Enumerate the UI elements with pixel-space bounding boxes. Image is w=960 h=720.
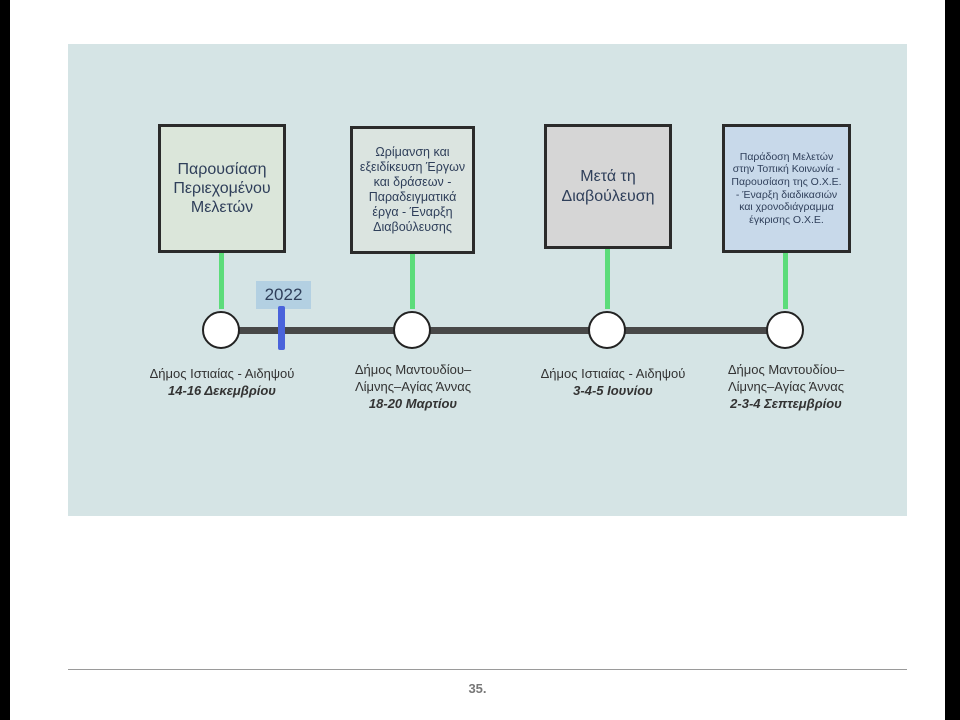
milestone-box-text: Ωρίμανση και εξειδίκευση Έργων και δράσε… xyxy=(359,145,466,234)
milestone-location: Δήμος Ιστιαίας - Αιδηψού xyxy=(149,366,295,381)
milestone-box-2: Ωρίμανση και εξειδίκευση Έργων και δράσε… xyxy=(350,126,475,254)
milestone-box-4: Παράδοση Μελετών στην Τοπική Κοινωνία - … xyxy=(722,124,851,253)
milestone-connector-2 xyxy=(410,254,415,309)
milestone-node-4 xyxy=(766,311,804,349)
page-number: 35. xyxy=(468,681,487,696)
milestone-label-1: Δήμος Ιστιαίας - Αιδηψού 14-16 Δεκεμβρίο… xyxy=(132,366,312,400)
milestone-location: Δήμος Μαντουδίου–Λίμνης–Αγίας Άννας xyxy=(354,362,472,394)
milestone-date: 2-3-4 Σεπτεμβρίου xyxy=(730,395,842,411)
timeline-line xyxy=(222,327,787,334)
milestone-connector-3 xyxy=(605,249,610,309)
milestone-connector-4 xyxy=(783,253,788,309)
milestone-date: 18-20 Μαρτίου xyxy=(368,395,458,411)
milestone-location: Δήμος Μαντουδίου–Λίμνης–Αγίας Άννας xyxy=(727,362,845,394)
milestone-node-1 xyxy=(202,311,240,349)
milestone-date: 14-16 Δεκεμβρίου xyxy=(168,382,276,398)
milestone-label-3: Δήμος Ιστιαίας - Αιδηψού 3-4-5 Ιουνίου xyxy=(523,366,703,400)
timeline-panel xyxy=(68,44,907,516)
milestone-node-3 xyxy=(588,311,626,349)
slide: Παρουσίαση Περιεχομένου Μελετών Δήμος Ισ… xyxy=(10,0,945,720)
milestone-box-text: Παράδοση Μελετών στην Τοπική Κοινωνία - … xyxy=(731,150,842,226)
footer-divider xyxy=(68,669,907,670)
milestone-label-4: Δήμος Μαντουδίου–Λίμνης–Αγίας Άννας 2-3-… xyxy=(721,362,851,413)
milestone-node-2 xyxy=(393,311,431,349)
year-badge: 2022 xyxy=(256,281,311,309)
milestone-box-3: Μετά τη Διαβούλευση xyxy=(544,124,672,249)
year-marker xyxy=(278,306,285,350)
milestone-connector-1 xyxy=(219,253,224,309)
milestone-box-1: Παρουσίαση Περιεχομένου Μελετών xyxy=(158,124,286,253)
milestone-box-text: Παρουσίαση Περιεχομένου Μελετών xyxy=(173,160,271,217)
milestone-label-2: Δήμος Μαντουδίου–Λίμνης–Αγίας Άννας 18-2… xyxy=(348,362,478,413)
milestone-box-text: Μετά τη Διαβούλευση xyxy=(561,168,655,205)
milestone-date: 3-4-5 Ιουνίου xyxy=(573,382,653,398)
milestone-location: Δήμος Ιστιαίας - Αιδηψού xyxy=(540,366,686,381)
